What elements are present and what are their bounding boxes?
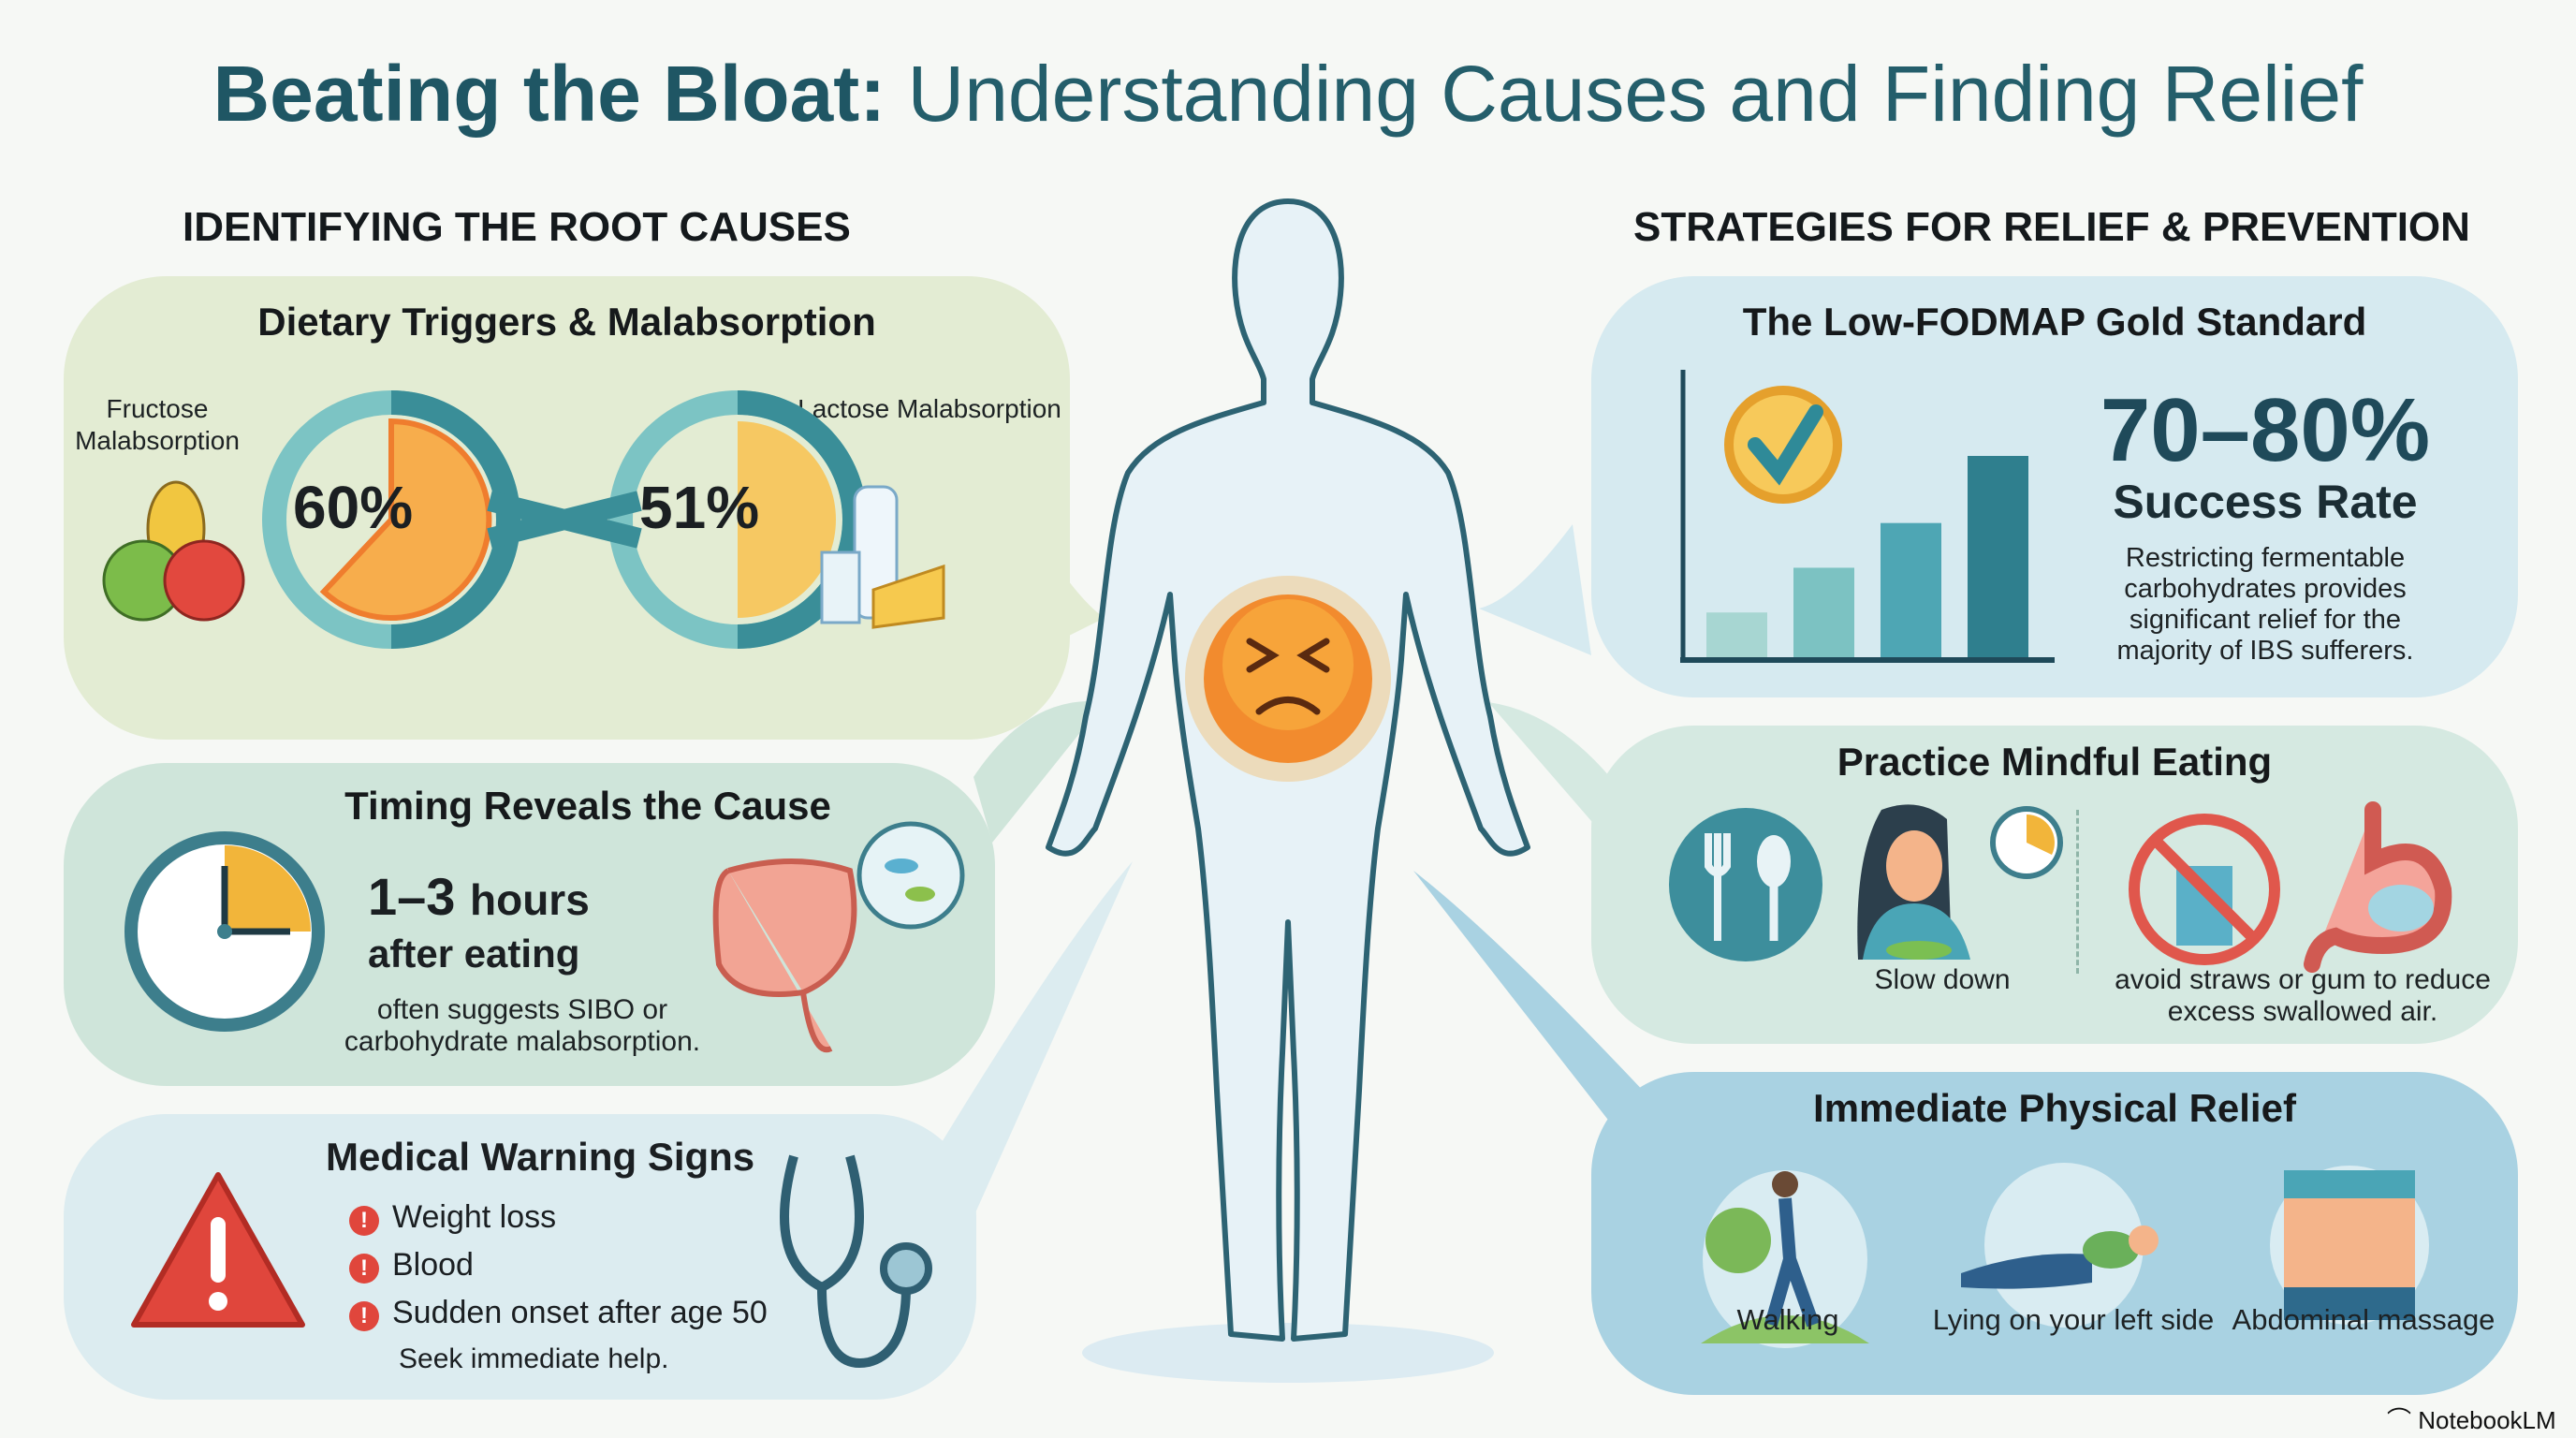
no-straw-icon [2129, 814, 2280, 965]
physical-item-label: Abdominal massage [2232, 1303, 2496, 1336]
person-eating-icon [1857, 804, 2063, 960]
right-section-header: STRATEGIES FOR RELIEF & PREVENTION [1633, 204, 2470, 250]
alert-icon: ! [349, 1206, 379, 1236]
brand-logo: ⌒ NotebookLM [2387, 1406, 2556, 1434]
dietary-triggers-panel: Dietary Triggers & Malabsorption Fructos… [64, 276, 1070, 740]
warning-item: !Weight loss [349, 1194, 768, 1241]
fodmap-desc-line: majority of IBS sufferers. [2116, 636, 2414, 666]
divider [2076, 810, 2079, 974]
mindful-eating-panel: Practice Mindful Eating Slow down avoid … [1591, 726, 2518, 1044]
fodmap-desc-line: Restricting fermentable [2125, 543, 2406, 573]
fruit-icon [102, 480, 245, 622]
after-eating: after eating [368, 932, 580, 976]
clock-icon [124, 831, 325, 1032]
human-body-figure [1046, 198, 1530, 1383]
hours-range: 1–3 [368, 867, 456, 926]
panel-title: Medical Warning Signs [326, 1135, 755, 1179]
medical-warning-panel: Medical Warning Signs !Weight loss !Bloo… [64, 1114, 976, 1400]
left-section-header: IDENTIFYING THE ROOT CAUSES [183, 204, 851, 250]
timing-desc-1: often suggests SIBO or [376, 994, 668, 1025]
fructose-label: Fructose Malabsorption [75, 394, 240, 455]
chart-bar [1968, 456, 2028, 657]
panel-title: Immediate Physical Relief [1813, 1086, 2296, 1130]
fodmap-desc-line: carbohydrates provides [2124, 574, 2407, 604]
warning-triangle-icon [131, 1172, 305, 1328]
panel-title: The Low-FODMAP Gold Standard [1742, 300, 2367, 344]
chart-bar [1706, 612, 1767, 657]
hours-unit: hours [470, 875, 590, 924]
lactose-percent: 51% [639, 474, 760, 541]
stethoscope-icon [780, 1154, 932, 1368]
stomach-icon [2304, 801, 2452, 973]
panel-title: Dietary Triggers & Malabsorption [257, 300, 876, 344]
avoid-straws-line-2: excess swallowed air. [2167, 996, 2438, 1027]
fodmap-desc-line: significant relief for the [2129, 605, 2402, 635]
warning-item: !Blood [349, 1241, 768, 1289]
chart-bar [1881, 522, 1941, 657]
success-stat: 70–80% [2100, 380, 2431, 480]
abdominal-massage-icon [2270, 1166, 2429, 1325]
notebooklm-icon: ⌒ [2387, 1406, 2419, 1434]
slow-down-label: Slow down [1874, 964, 2011, 995]
dairy-icon [820, 485, 945, 629]
panel-title: Practice Mindful Eating [1837, 740, 2273, 784]
panel-title: Timing Reveals the Cause [344, 784, 831, 828]
timing-desc-2: carbohydrate malabsorption. [344, 1026, 701, 1057]
physical-item-label: Walking [1736, 1303, 1839, 1336]
warning-item: !Sudden onset after age 50 [349, 1289, 768, 1337]
walking-icon [1701, 1170, 1869, 1348]
alert-icon: ! [349, 1301, 379, 1331]
fork-spoon-icon [1669, 808, 1822, 961]
avoid-straws-line-1: avoid straws or gum to reduce [2115, 964, 2491, 995]
fodmap-bar-chart [1680, 370, 2055, 663]
lying-left-side-icon [1961, 1163, 2159, 1328]
low-fodmap-panel: The Low-FODMAP Gold Standard 70–80% Succ… [1591, 276, 2518, 697]
page-title: Beating the Bloat: Understanding Causes … [212, 50, 2364, 138]
physical-item-label: Lying on your left side [1932, 1303, 2215, 1336]
lactose-label: Lactose Malabsorption [798, 394, 1061, 423]
intestine-bacteria-icon [712, 821, 965, 1053]
alert-icon: ! [349, 1254, 379, 1284]
seek-help-note: Seek immediate help. [399, 1343, 669, 1374]
fructose-percent: 60% [293, 474, 414, 541]
chart-bar [1793, 567, 1854, 657]
physical-relief-panel: Immediate Physical Relief Walking Lying … [1591, 1072, 2518, 1395]
success-label: Success Rate [2113, 476, 2418, 528]
timing-panel: Timing Reveals the Cause 1–3 hours after… [64, 763, 995, 1086]
